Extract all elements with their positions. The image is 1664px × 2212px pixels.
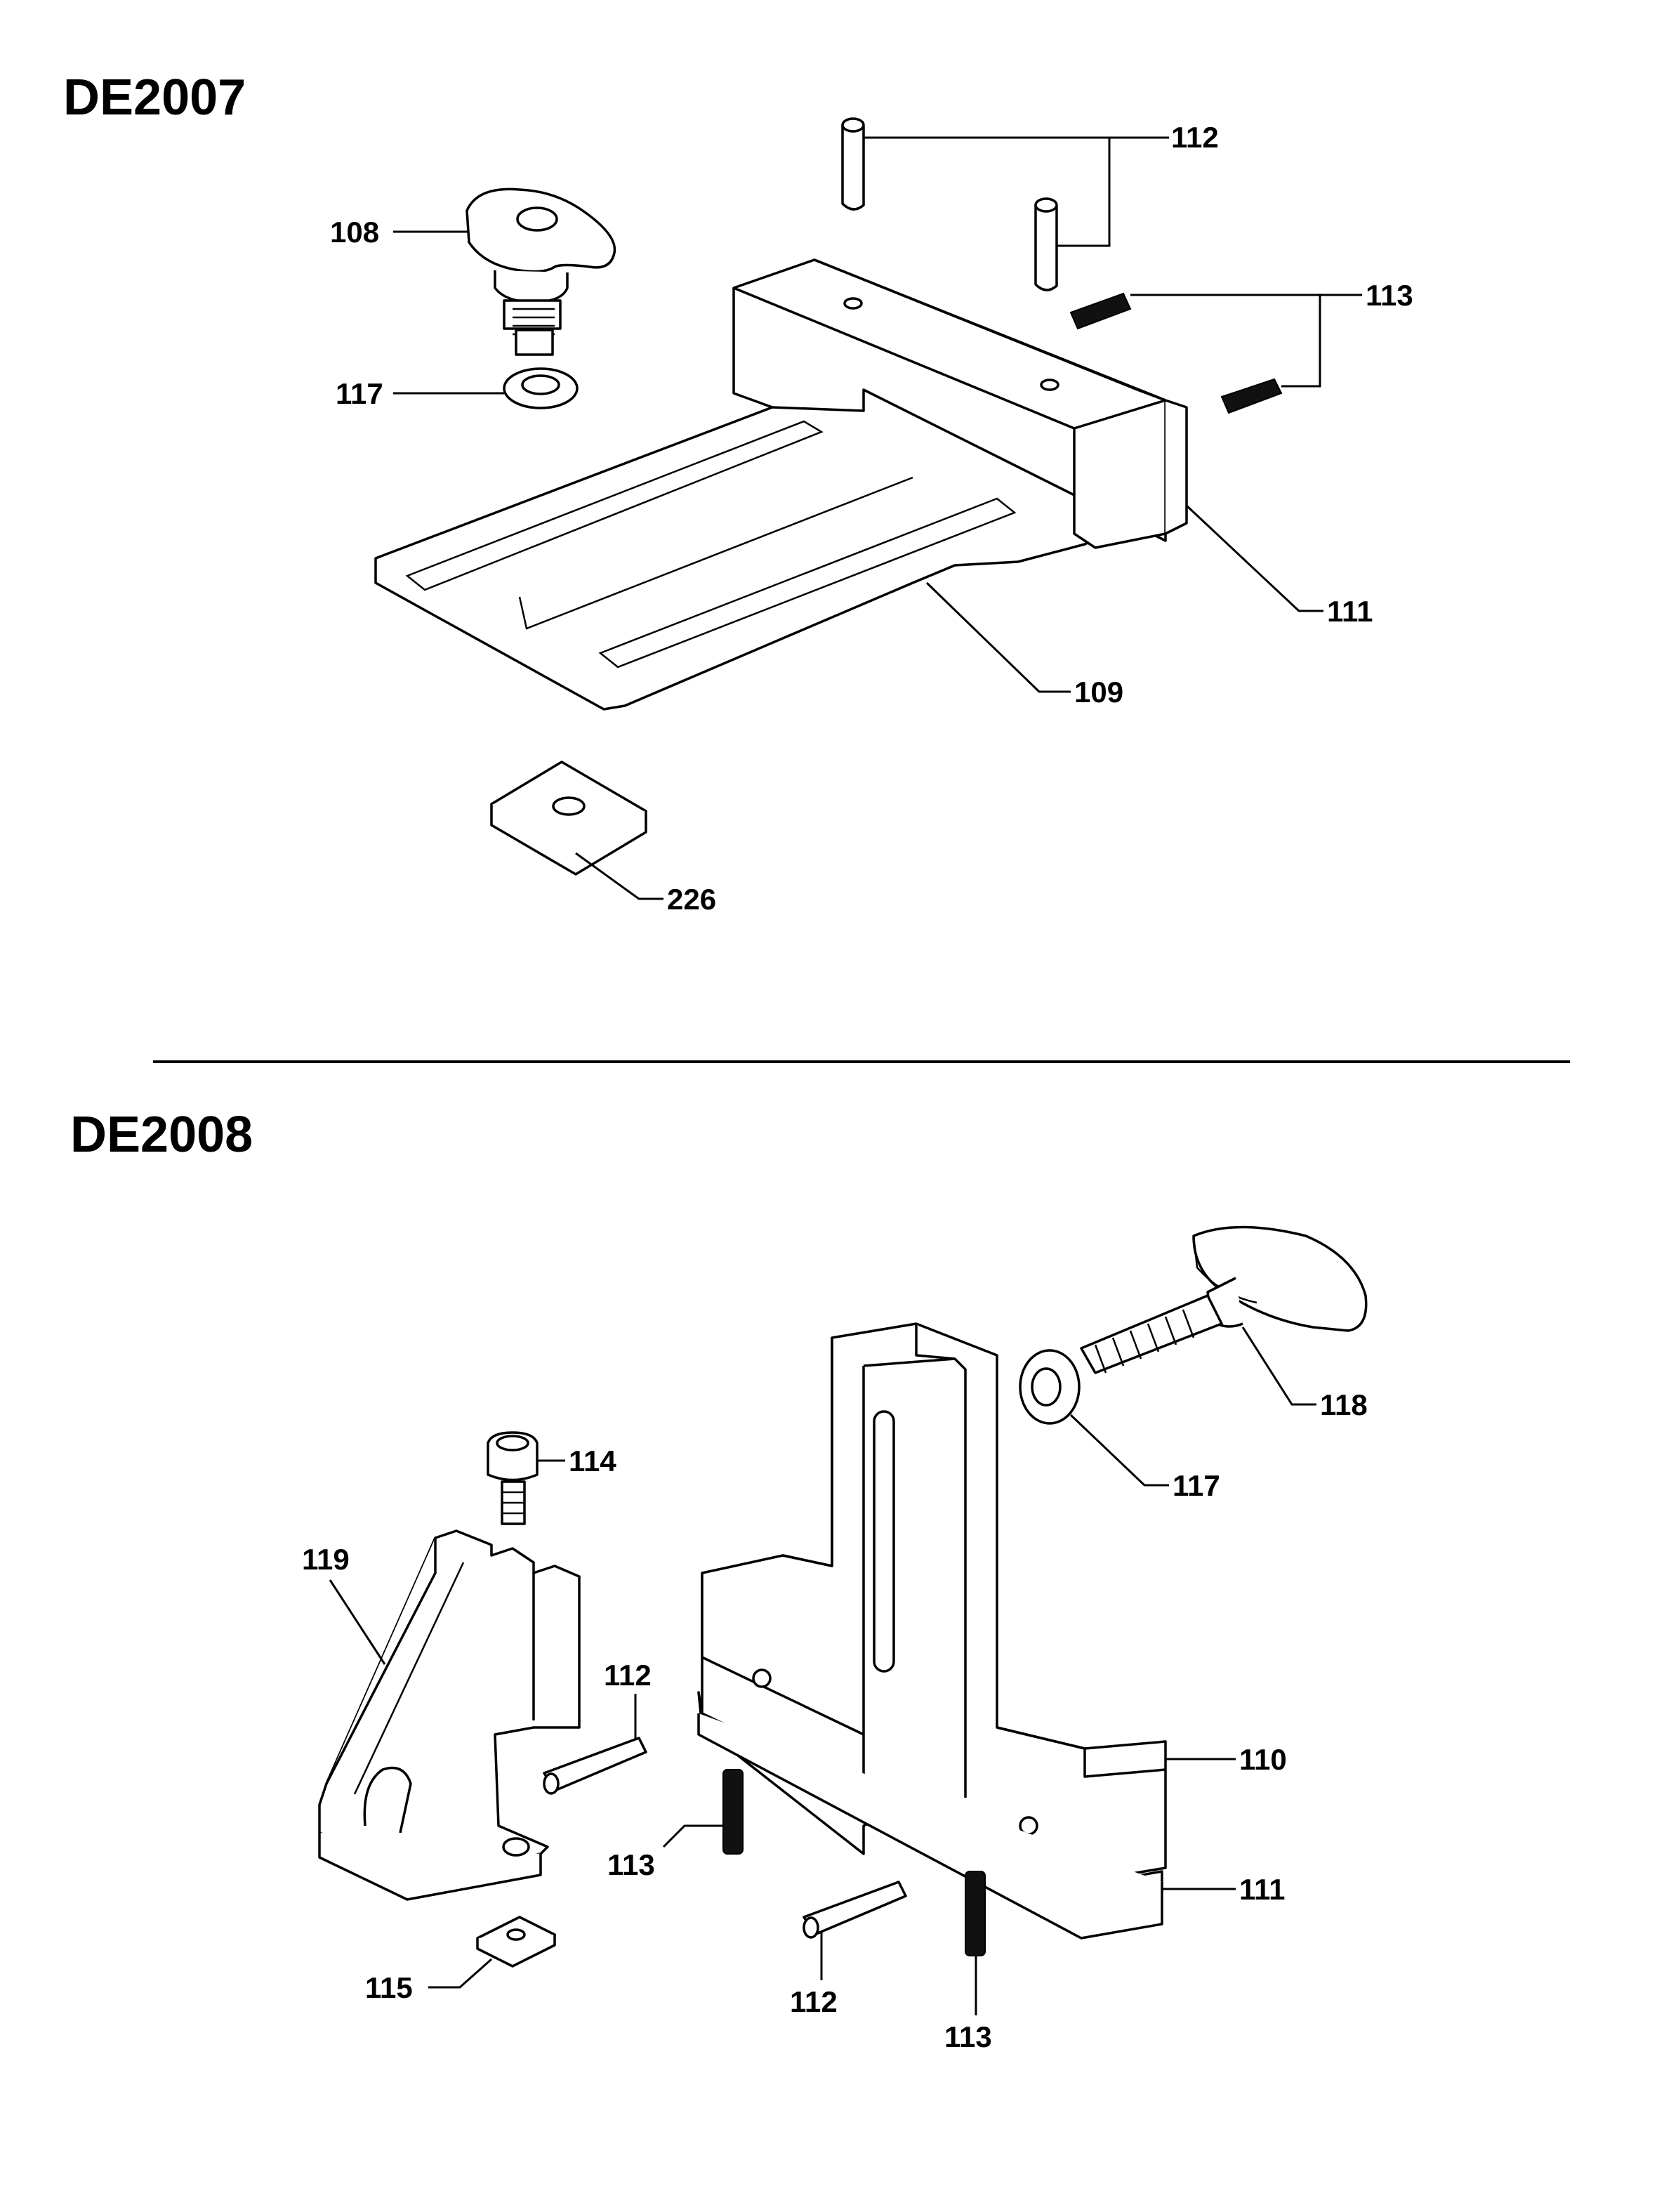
callout-112: 112 bbox=[1171, 121, 1219, 154]
callout-117: 117 bbox=[1173, 1469, 1220, 1502]
part-115-nut bbox=[476, 1916, 556, 1968]
model-title-de2008: DE2008 bbox=[70, 1107, 253, 1163]
part-111-fence bbox=[732, 258, 1188, 549]
part-108-knob bbox=[465, 187, 616, 356]
part-114-capscrew bbox=[487, 1431, 539, 1525]
callout-111: 111 bbox=[1239, 1873, 1285, 1906]
part-113-setscrews bbox=[1069, 292, 1283, 414]
callout-113: 113 bbox=[944, 2020, 992, 2053]
callout-113: 113 bbox=[1366, 279, 1413, 312]
callout-117: 117 bbox=[336, 377, 383, 410]
part-112-pins bbox=[841, 117, 1058, 291]
callout-114: 114 bbox=[569, 1444, 616, 1477]
callout-109: 109 bbox=[1074, 676, 1123, 709]
leaders-de2008 bbox=[329, 1326, 1316, 2015]
callout-119: 119 bbox=[302, 1543, 350, 1576]
part-110-fence-body bbox=[701, 1322, 1167, 1883]
leaders-de2007 bbox=[393, 136, 1362, 900]
part-117-washer-de2008 bbox=[1019, 1349, 1081, 1425]
part-117-washer bbox=[503, 367, 579, 409]
part-111-base-de2008 bbox=[697, 1691, 1163, 1940]
callout-110: 110 bbox=[1239, 1743, 1287, 1776]
part-109-base bbox=[374, 388, 1167, 711]
part-119-bracket bbox=[318, 1529, 581, 1901]
callout-112: 112 bbox=[604, 1659, 652, 1692]
part-113-setscrews-de2008 bbox=[722, 1769, 986, 1956]
callout-115: 115 bbox=[365, 1971, 413, 2004]
callout-111: 111 bbox=[1327, 595, 1373, 628]
model-title-de2007: DE2007 bbox=[63, 70, 246, 126]
part-118-knob-bolt bbox=[1080, 1225, 1368, 1374]
callout-226: 226 bbox=[667, 883, 716, 916]
callout-112: 112 bbox=[790, 1985, 838, 2018]
callout-118: 118 bbox=[1320, 1388, 1368, 1421]
callout-108: 108 bbox=[330, 216, 379, 249]
part-112-pins-de2008 bbox=[543, 1737, 907, 1939]
callout-113: 113 bbox=[607, 1848, 655, 1881]
part-226-clampnut bbox=[490, 761, 647, 876]
